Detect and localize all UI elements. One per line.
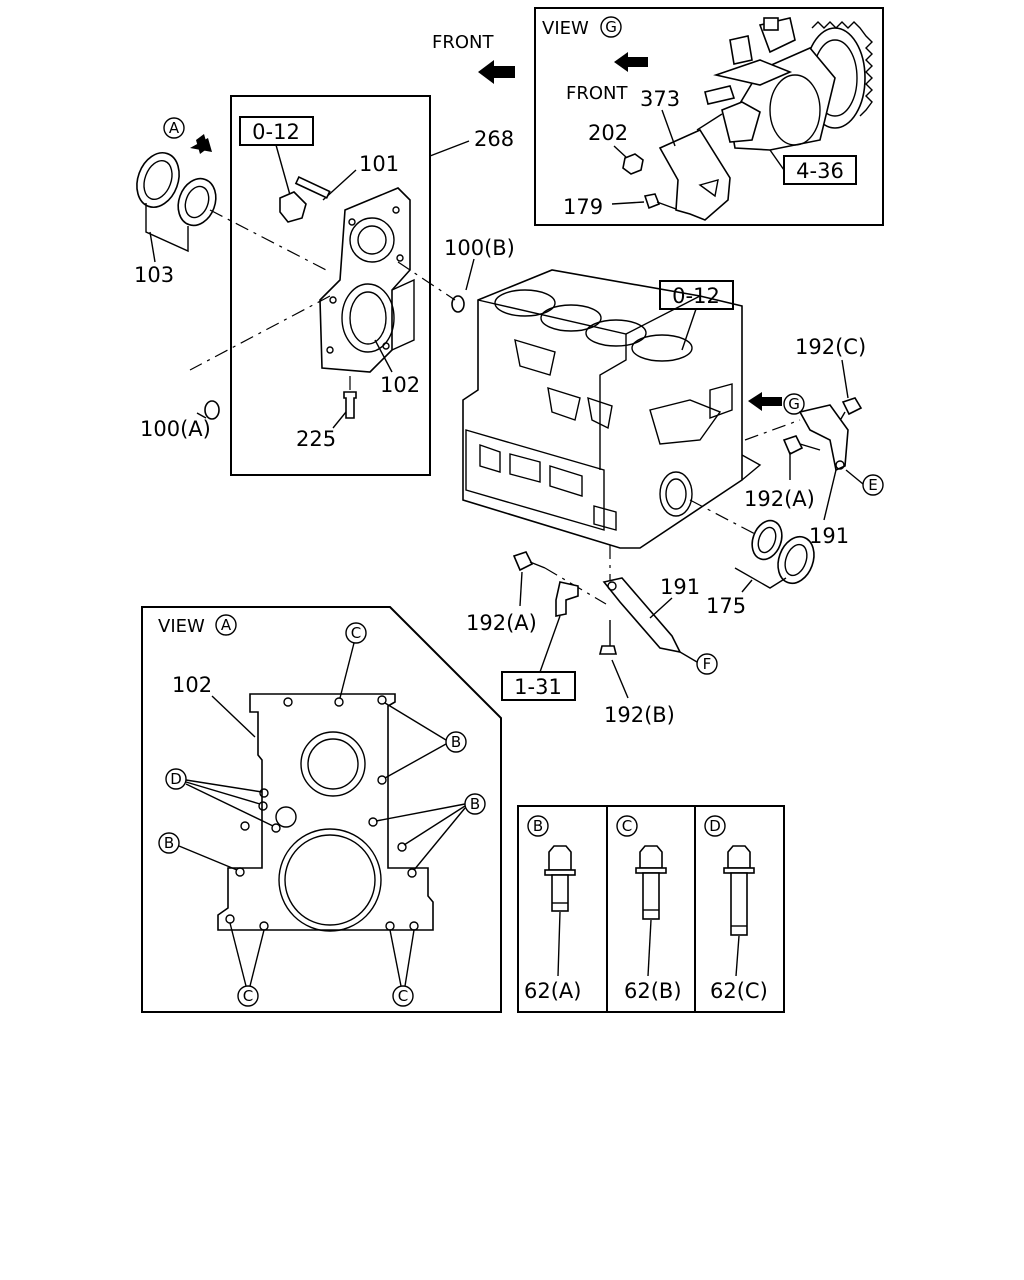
clip-1-31: [555, 581, 579, 617]
view-a-circle-b-left: B: [164, 834, 174, 852]
part-label-192a-right: 192(A): [744, 487, 815, 511]
o-ring-100b: [451, 295, 465, 313]
o-ring-100a: [204, 400, 220, 420]
part-label-191-lower: 191: [660, 575, 700, 599]
view-a-frame: [141, 606, 502, 1013]
bolt-d-part: 62(C): [710, 979, 768, 1003]
part-label-202: 202: [588, 121, 628, 145]
cylinder-block: 0-12 G: [462, 269, 805, 549]
bolt-c-part: 62(B): [624, 979, 682, 1003]
view-a-circle-b-right-top: B: [451, 733, 461, 751]
bolt-b-letter: B: [533, 817, 543, 835]
bracket-191-right: [798, 404, 849, 472]
view-a-circle-c-bottom-left: C: [243, 987, 253, 1005]
part-label-373: 373: [640, 87, 680, 111]
lower-bracket-group: 191 F 192(A) 192(B) 1-31: [466, 545, 718, 727]
part-label-192b: 192(B): [604, 703, 675, 727]
part-label-175: 175: [706, 594, 746, 618]
view-a-part-label-102: 102: [172, 673, 212, 697]
bolt-192a-left: [512, 551, 534, 572]
main-front-arrow-icon: [478, 60, 515, 84]
circle-e-letter: E: [868, 476, 877, 494]
part-label-100b: 100(B): [444, 236, 515, 260]
front-cover-group: FRONT 268 0-12 101: [134, 32, 515, 476]
view-g-arrow-icon: [748, 392, 782, 411]
crank-bore: [659, 471, 693, 517]
view-g-frame: [534, 7, 884, 226]
bracket-373: [658, 128, 731, 221]
circle-f-letter: F: [703, 655, 712, 673]
view-a-letter-circle: [215, 614, 237, 636]
circle-f: [696, 653, 718, 675]
view-g-letter-circle: [600, 16, 622, 38]
front-arrow-icon: [614, 52, 648, 72]
bolt-table-frame: [517, 805, 785, 1013]
part-label-191-right: 191: [809, 524, 849, 548]
main-front-label: FRONT: [432, 32, 494, 53]
view-a-circle-d: D: [170, 770, 182, 788]
bolt-62a: [544, 845, 576, 912]
oil-seal-103: [136, 152, 217, 227]
view-a-letter: A: [221, 616, 232, 634]
bolt-192c: [841, 397, 863, 416]
ref-label-0-12-cover: 0-12: [252, 120, 300, 144]
stud-101: [294, 176, 331, 199]
bolt-179: [643, 193, 661, 210]
part-label-192a-left: 192(A): [466, 611, 537, 635]
bolt-192a-right: [782, 435, 804, 456]
ref-label-4-36: 4-36: [796, 159, 844, 183]
bolt-holes: [225, 695, 419, 931]
bolt-62b: [635, 845, 667, 920]
ref-box-0-12-block: [659, 280, 734, 310]
bolt-b-part: 62(A): [524, 979, 581, 1003]
part-label-192c: 192(C): [795, 335, 866, 359]
part-label-102: 102: [380, 373, 420, 397]
view-a-arrow-icon: [190, 134, 212, 154]
view-g-marker-circle: [783, 393, 805, 415]
view-a-marker-letter: A: [169, 119, 180, 137]
front-cover-frame: [230, 95, 431, 476]
bolt-d-letter: D: [709, 817, 721, 835]
view-a-circle-c-top: C: [351, 624, 361, 642]
part-label-100a: 100(A): [140, 417, 211, 441]
ref-box-1-31: [501, 671, 576, 701]
injection-pump: [704, 17, 873, 151]
view-a-inset: VIEW A 102 C B D B: [141, 606, 502, 1013]
plug-225: [343, 391, 357, 419]
view-a-circle-c-bottom-right: C: [398, 987, 408, 1005]
circle-e: [862, 474, 884, 496]
view-a-circle-b-right-mid: B: [470, 795, 480, 813]
front-cover-plate: [319, 187, 415, 373]
view-g-marker-letter: G: [788, 395, 800, 413]
view-a-marker-circle: [163, 117, 185, 139]
nut-202: [622, 153, 644, 175]
part-label-103: 103: [134, 263, 174, 287]
right-bracket-group: 192(C) 192(A) E 191 175: [689, 335, 884, 618]
sensor-101: [279, 191, 307, 223]
bolt-62c: [723, 845, 755, 936]
part-label-268: 268: [474, 127, 514, 151]
front-cover-outline-102: [217, 693, 434, 931]
oil-seal-175: [751, 519, 815, 585]
part-label-101: 101: [359, 152, 399, 176]
bolt-c-letter: C: [622, 817, 632, 835]
view-g-front-label: FRONT: [566, 83, 628, 104]
view-g-title: VIEW: [542, 18, 589, 39]
view-g-inset: VIEW G FRONT 373 202 179: [534, 7, 884, 226]
bolt-table: B 62(A) C 62(B) D 62(C): [517, 805, 785, 1013]
view-g-letter: G: [605, 18, 617, 36]
part-label-179: 179: [563, 195, 603, 219]
ref-label-0-12-block: 0-12: [672, 284, 720, 308]
view-a-title: VIEW: [158, 616, 205, 637]
part-label-225: 225: [296, 427, 336, 451]
bolt-192b: [598, 645, 618, 655]
ref-label-1-31: 1-31: [514, 675, 562, 699]
